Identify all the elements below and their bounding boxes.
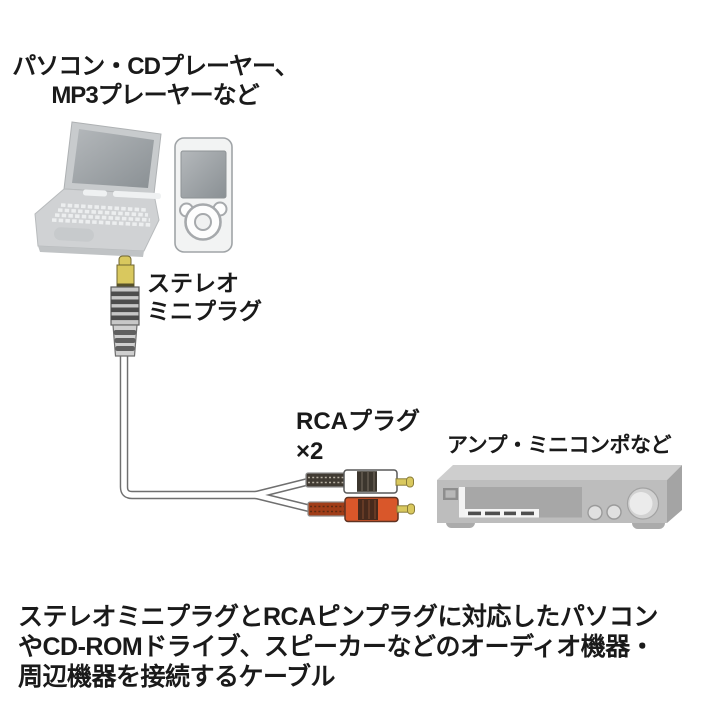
source-devices-label-line1: パソコン・CDプレーヤー、 [12,53,298,80]
rca-plug-white-icon [305,469,414,494]
description-line3: 周辺機器を接続するケーブル [18,663,336,691]
source-devices-label: パソコン・CDプレーヤー、 MP3プレーヤーなど [5,52,305,110]
laptop-touchpad [53,227,94,242]
laptop-icon [34,121,162,257]
rca-plug-label-line2: ×2 [296,438,324,465]
amp-small-knob [587,504,603,521]
source-devices-label-line2: MP3プレーヤーなど [51,82,259,109]
cable [119,352,313,513]
rca-plug-label: RCAプラグ ×2 [296,407,420,467]
stereo-mini-plug-label-line2: ミニプラグ [147,298,262,324]
description-line1: ステレオミニプラグとRCAピンプラグに対応したパソコン [18,603,658,631]
rca-plug-red-icon [307,496,415,523]
stereo-mini-plug-label-line1: ステレオ [147,270,239,296]
mp3-player-icon [174,137,233,253]
description: ステレオミニプラグとRCAピンプラグに対応したパソコン やCD-ROMドライブ、… [18,602,658,692]
description-line2: やCD-ROMドライブ、スピーカーなどのオーディオ機器・ [18,633,655,661]
stereo-mini-plug-label: ステレオ ミニプラグ [147,269,262,325]
stereo-mini-plug-icon [110,255,140,357]
rca-plug-label-line1: RCAプラグ [296,408,420,435]
amplifier-icon [437,465,682,529]
laptop-keyboard [51,203,153,227]
amp-small-knob [606,504,622,520]
amplifier-label: アンプ・ミニコンポなど [447,434,672,457]
